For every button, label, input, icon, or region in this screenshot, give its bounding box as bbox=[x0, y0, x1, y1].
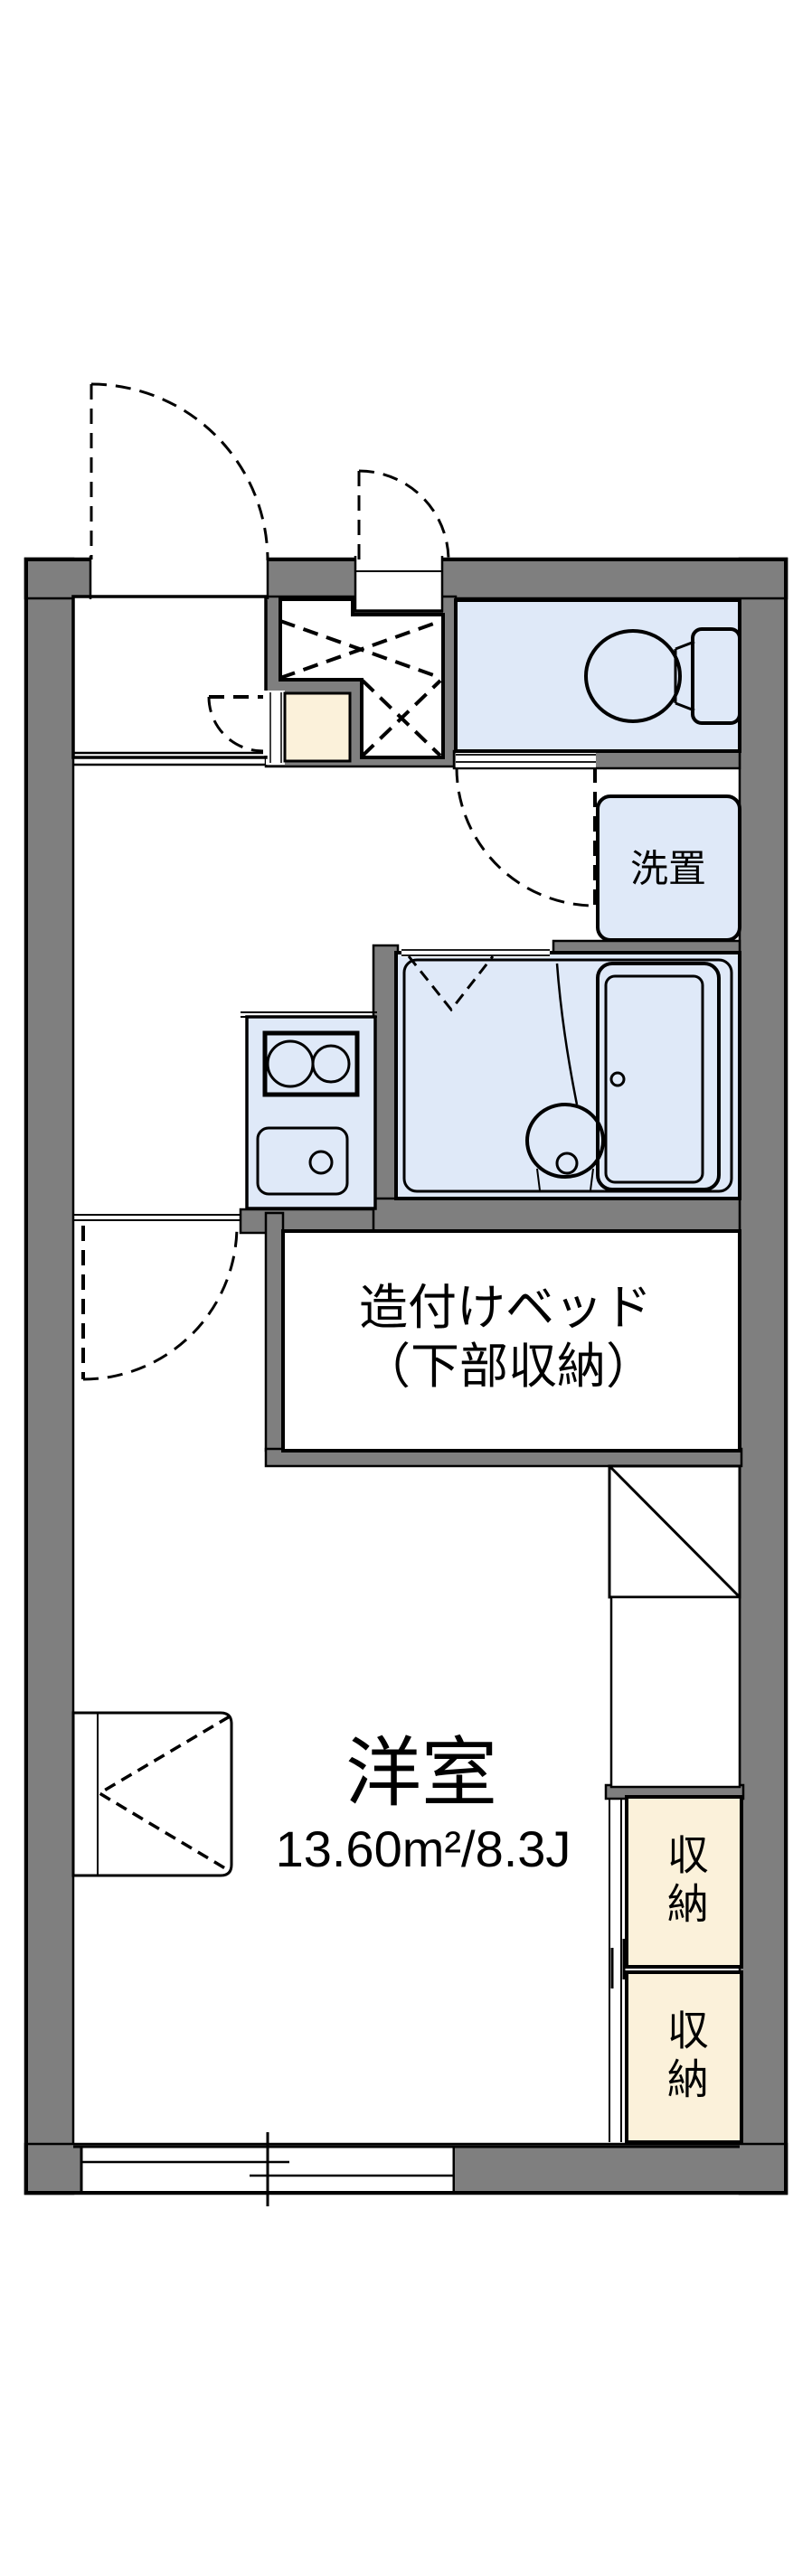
outer-outline bbox=[25, 559, 787, 2194]
stove-icon bbox=[262, 1030, 360, 1097]
toilet-door-swing bbox=[455, 766, 597, 907]
bath-sink-icon bbox=[525, 963, 605, 1191]
entry-door bbox=[354, 556, 444, 613]
living-room-door-swing bbox=[73, 1214, 241, 1381]
closet-upper-label: 収納 bbox=[661, 1833, 709, 1931]
closet-lower bbox=[625, 1970, 743, 2144]
entry-door-swing bbox=[357, 469, 450, 561]
toilet-room bbox=[454, 598, 741, 763]
laundry-space bbox=[596, 794, 741, 942]
bath-folding-door bbox=[407, 955, 495, 1012]
room-area-label: 13.60m²/8.3J bbox=[275, 1819, 571, 1877]
laundry-label: 洗置 bbox=[629, 847, 707, 890]
bathtub-icon bbox=[596, 962, 721, 1191]
room-bottom-window bbox=[73, 2132, 740, 2206]
genkan-x-mark bbox=[279, 619, 442, 757]
kitchen-sink-icon bbox=[256, 1126, 349, 1196]
kitchen bbox=[241, 1011, 377, 1210]
corner-shelf bbox=[71, 1711, 233, 1877]
toilet-icon bbox=[584, 627, 741, 725]
trunk-room-outer-door bbox=[90, 382, 269, 561]
genkan-entrance bbox=[89, 556, 445, 763]
trunk-room-inner-door bbox=[207, 695, 264, 753]
closet-upper bbox=[625, 1795, 743, 1969]
built-in-bed bbox=[281, 1229, 741, 1453]
bed-label-line1: 造付けベッド bbox=[359, 1280, 652, 1335]
door-swings bbox=[73, 382, 597, 1381]
bed-label-line2: （下部収納） bbox=[362, 1339, 655, 1394]
trunk-room bbox=[71, 595, 269, 766]
trunk-gap-jambs bbox=[89, 556, 269, 599]
room-name-label: 洋室 bbox=[345, 1730, 498, 1816]
bathroom bbox=[394, 948, 741, 1200]
refrigerator-space bbox=[608, 1464, 741, 1599]
counter-space bbox=[609, 1595, 741, 1789]
closet-lower-label: 収納 bbox=[661, 2008, 709, 2106]
closets bbox=[609, 1795, 743, 2144]
genkan-step bbox=[283, 691, 352, 763]
